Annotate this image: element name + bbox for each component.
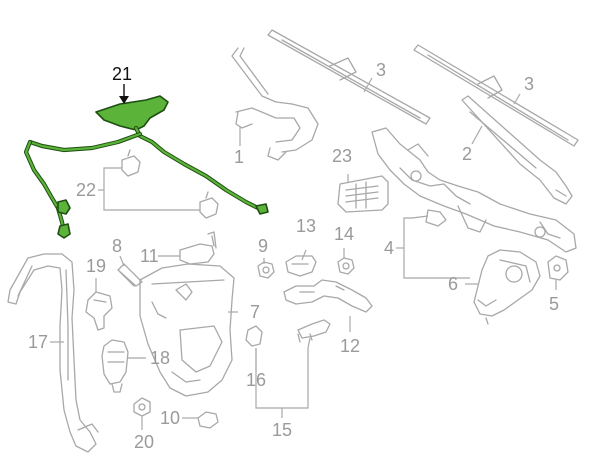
washer-nozzle-upper[interactable]	[121, 149, 141, 177]
washer-nozzle-lower[interactable]	[199, 191, 219, 219]
callout-labels: 1 2 3 3 4 5 6 7 8 9 10 11 12 13 14 15 16…	[28, 60, 559, 452]
callout-22: 22	[76, 180, 96, 200]
callout-18: 18	[150, 348, 170, 368]
callout-4: 4	[384, 238, 394, 258]
wiper-arm-right[interactable]	[461, 95, 573, 205]
pivot-cap[interactable]	[547, 255, 569, 281]
fill-tube[interactable]	[7, 253, 99, 453]
bushing[interactable]	[257, 261, 275, 279]
wiper-blade-left[interactable]	[267, 29, 431, 125]
hose-connector[interactable]	[283, 279, 373, 313]
leader-line-21	[119, 84, 129, 104]
level-sensor[interactable]	[85, 291, 113, 331]
wiper-linkage[interactable]	[371, 127, 577, 253]
callout-15: 15	[272, 420, 292, 440]
callout-12: 12	[340, 336, 360, 356]
pump-grommet[interactable]	[133, 397, 151, 417]
callout-14: 14	[334, 224, 354, 244]
retaining-clip[interactable]	[245, 325, 263, 347]
callout-5: 5	[549, 294, 559, 314]
callout-8: 8	[112, 236, 122, 256]
callout-2: 2	[462, 144, 472, 164]
filler-neck[interactable]	[179, 231, 217, 265]
callout-1: 1	[234, 147, 244, 167]
callout-20: 20	[134, 432, 154, 452]
callout-3-left: 3	[376, 60, 386, 80]
callout-19: 19	[86, 256, 106, 276]
callout-16: 16	[246, 370, 266, 390]
washer-reservoir[interactable]	[139, 263, 235, 397]
callout-3-right: 3	[524, 74, 534, 94]
callout-17: 17	[28, 332, 48, 352]
callout-6: 6	[448, 274, 458, 294]
callout-21: 21	[112, 64, 132, 84]
callout-13: 13	[296, 216, 316, 236]
mounting-bracket[interactable]	[285, 255, 317, 277]
control-module[interactable]	[337, 175, 389, 213]
washer-hose-assembly-highlighted[interactable]	[23, 95, 269, 239]
wiper-motor[interactable]	[473, 249, 541, 325]
drain-plug[interactable]	[197, 411, 219, 429]
check-valve[interactable]	[297, 319, 331, 343]
grommet[interactable]	[337, 257, 355, 275]
leader-lines	[50, 77, 557, 430]
callout-23: 23	[332, 146, 352, 166]
washer-pump[interactable]	[101, 339, 129, 393]
callout-11: 11	[140, 246, 159, 266]
callout-9: 9	[258, 236, 268, 256]
wiper-arm-left[interactable]	[231, 47, 319, 161]
callout-7: 7	[250, 302, 260, 322]
mounting-strap[interactable]	[117, 263, 143, 287]
callout-10: 10	[160, 408, 180, 428]
wiper-blade-right[interactable]	[413, 44, 579, 147]
